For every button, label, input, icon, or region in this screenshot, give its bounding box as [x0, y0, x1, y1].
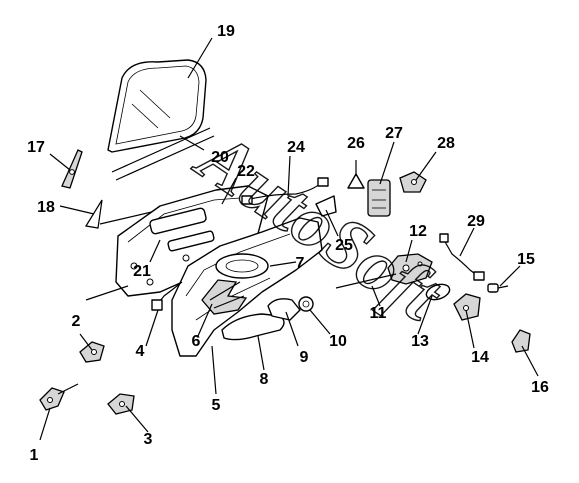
oval-component: [215, 253, 269, 279]
glass-run-strip: [111, 127, 215, 181]
callout-29: 29: [467, 213, 485, 230]
lock-assembly: [387, 253, 433, 285]
door-latch: [453, 293, 481, 321]
callout-24: 24: [287, 139, 305, 156]
callout-labels: 1 2 3 4 5 6 7 8 9 10 11 12 13 14 15 16 1…: [27, 23, 549, 464]
pad: [315, 195, 337, 217]
o-ring: [425, 283, 451, 301]
connector: [151, 281, 183, 311]
check-strap: [107, 393, 135, 415]
hinge-lower: [39, 383, 79, 411]
clip: [399, 171, 427, 193]
callout-5: 5: [212, 397, 221, 414]
callout-18: 18: [37, 199, 55, 216]
leader-lines: [39, 37, 539, 441]
callout-19: 19: [217, 23, 235, 40]
striker: [511, 329, 531, 353]
door-handle: [267, 298, 301, 321]
grommet: [298, 296, 314, 312]
callout-16: 16: [531, 379, 549, 396]
callout-2: 2: [72, 313, 81, 330]
trim-strip: [221, 313, 285, 341]
switch-harness: [439, 233, 485, 281]
callout-10: 10: [329, 333, 347, 350]
window-glass: [107, 59, 207, 153]
callout-21: 21: [133, 263, 151, 280]
callout-20: 20: [211, 149, 229, 166]
callout-25: 25: [335, 237, 353, 254]
callout-1: 1: [30, 447, 39, 464]
bolt: [487, 283, 509, 293]
callout-9: 9: [300, 349, 309, 366]
callout-11: 11: [370, 305, 387, 322]
door-inner-panel: [85, 185, 269, 301]
hinge-upper: [79, 341, 105, 363]
callout-26: 26: [347, 135, 365, 152]
callout-4: 4: [136, 343, 145, 360]
triangle-clip: [347, 173, 365, 189]
callout-27: 27: [385, 125, 403, 142]
lock-block: [367, 179, 391, 217]
callout-6: 6: [192, 333, 201, 350]
callout-28: 28: [437, 135, 455, 152]
callout-14: 14: [471, 349, 489, 366]
motor-cable: [241, 177, 329, 205]
link-rod: [335, 273, 397, 289]
callout-7: 7: [296, 255, 305, 272]
callout-13: 13: [411, 333, 429, 350]
callout-12: 12: [409, 223, 427, 240]
callout-3: 3: [144, 431, 153, 448]
callout-17: 17: [27, 139, 45, 156]
window-regulator: [201, 279, 248, 315]
callout-8: 8: [260, 371, 269, 388]
callout-22: 22: [237, 163, 255, 180]
callout-15: 15: [517, 251, 535, 268]
triangle-bracket: [61, 149, 83, 189]
